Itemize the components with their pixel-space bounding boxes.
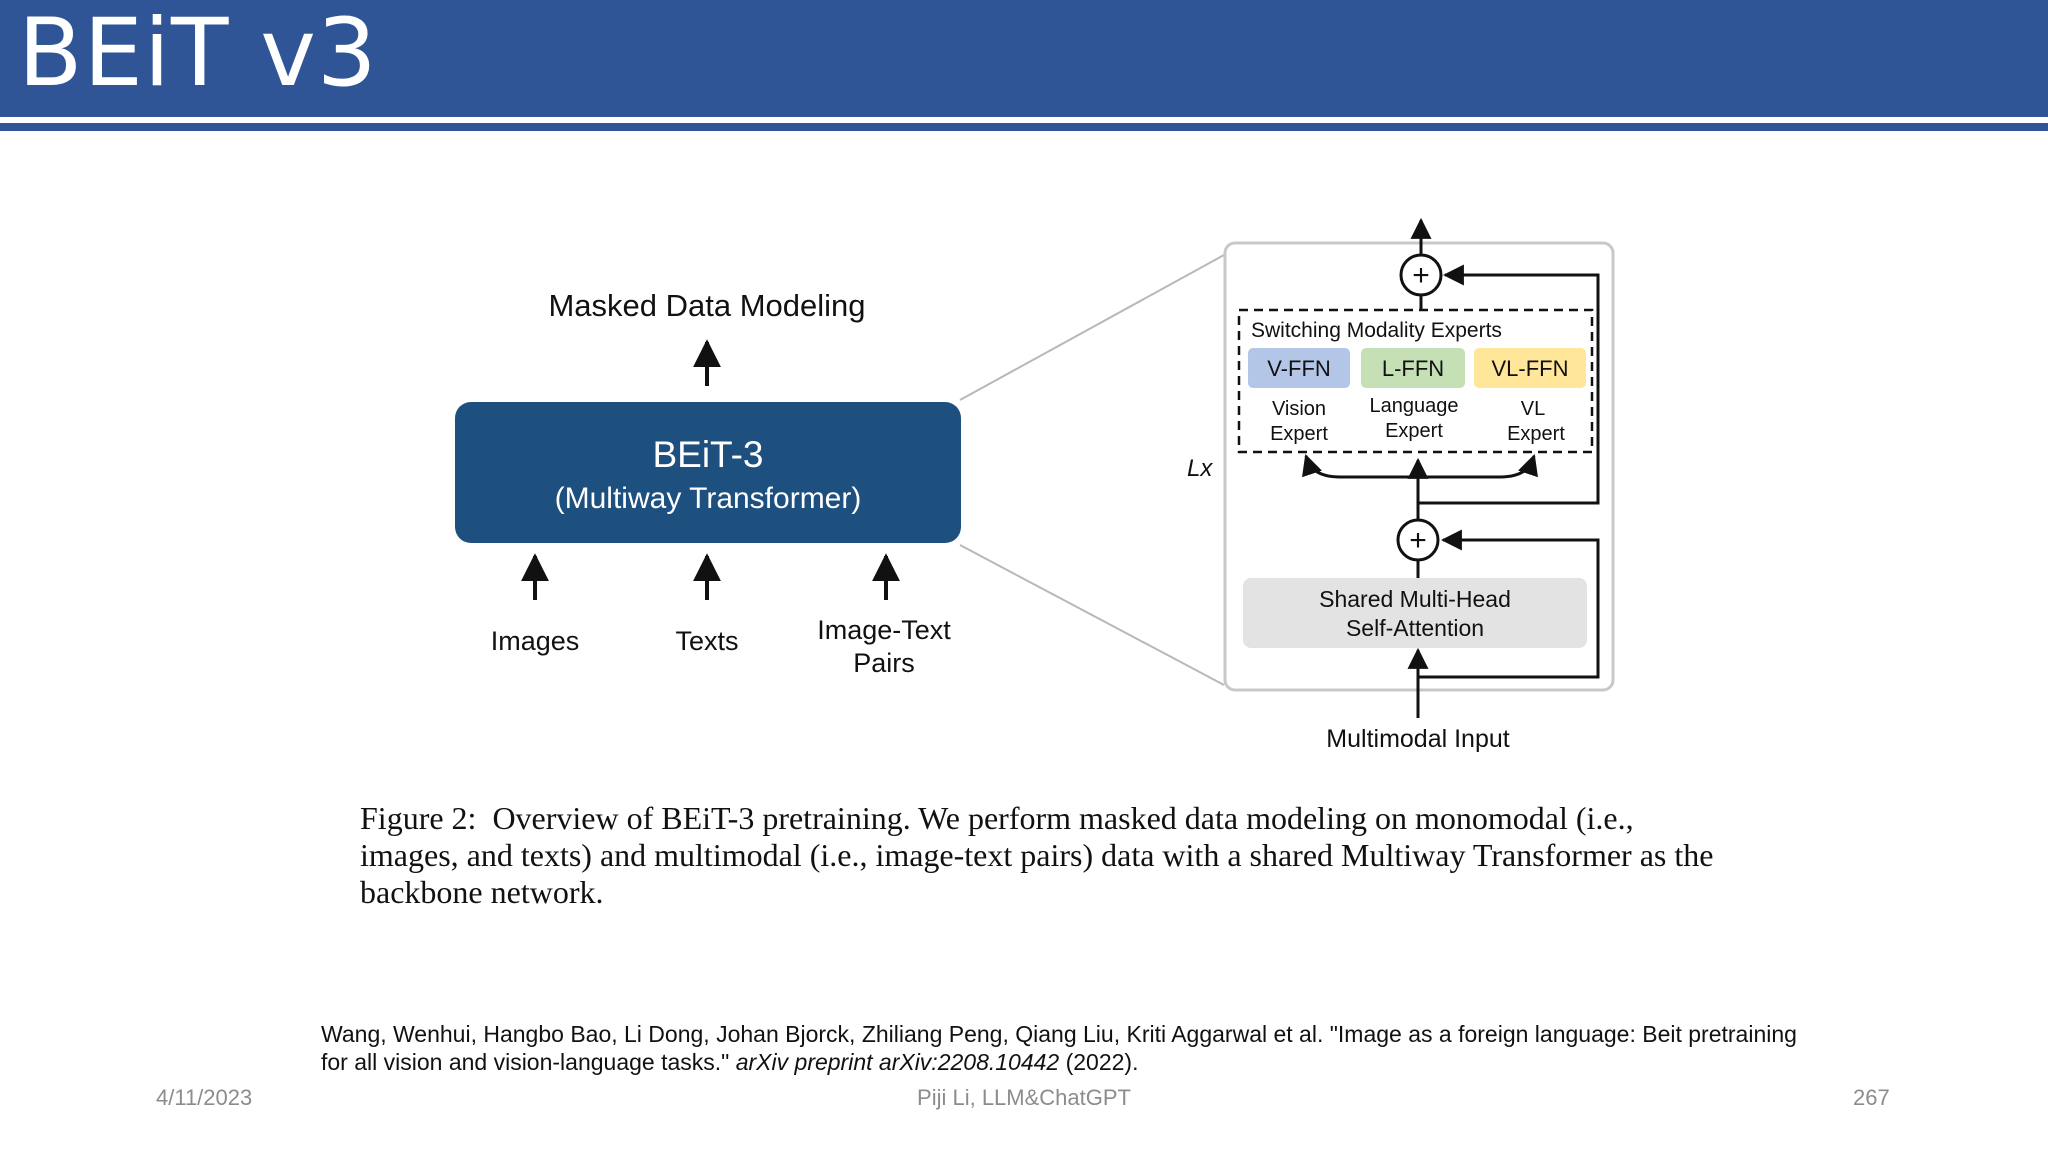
citation-text: Wang, Wenhui, Hangbo Bao, Li Dong, Johan… bbox=[321, 1021, 1797, 1075]
vision-expert-line1: Vision bbox=[1272, 398, 1326, 420]
figure-caption-text: Overview of BEiT-3 pretraining. We perfo… bbox=[360, 800, 1714, 910]
citation: Wang, Wenhui, Hangbo Bao, Li Dong, Johan… bbox=[321, 1020, 1821, 1076]
vl-ffn-box bbox=[1474, 348, 1586, 388]
attention-label-line1: Shared Multi-Head bbox=[1319, 586, 1511, 612]
input-label-images: Images bbox=[491, 626, 580, 656]
citation-venue: arXiv preprint arXiv:2208.10442 bbox=[735, 1049, 1060, 1075]
residual-add-bottom-symbol: + bbox=[1409, 524, 1427, 557]
zoom-line-top bbox=[959, 254, 1225, 401]
v-ffn-label: V-FFN bbox=[1267, 356, 1331, 381]
input-label-texts: Texts bbox=[675, 626, 738, 656]
footer-date: 4/11/2023 bbox=[156, 1085, 253, 1110]
input-label-pairs-line1: Image-Text bbox=[817, 615, 951, 645]
residual-loop-upper bbox=[1418, 264, 1600, 505]
input-label-pairs-line2: Pairs bbox=[853, 648, 915, 678]
page-number: 267 bbox=[1853, 1085, 1890, 1110]
experts-region bbox=[1237, 308, 1594, 454]
zoom-line-bottom bbox=[959, 544, 1225, 686]
footer-author: Piji Li, LLM&ChatGPT bbox=[917, 1085, 1131, 1110]
attention-box bbox=[1243, 578, 1587, 648]
slide-title: BEiT v3 bbox=[18, 0, 378, 108]
experts-title: Switching Modality Experts bbox=[1251, 319, 1502, 342]
residual-add-top-symbol: + bbox=[1412, 259, 1430, 292]
v-ffn-box bbox=[1248, 348, 1350, 388]
figure-caption: Figure 2: Overview of BEiT-3 pretraining… bbox=[360, 800, 1730, 911]
layer-repeat-label: Lx bbox=[1187, 455, 1213, 482]
attention-label-line2: Self-Attention bbox=[1346, 615, 1484, 641]
vl-expert-line2: Expert bbox=[1507, 423, 1565, 445]
output-label: Masked Data Modeling bbox=[548, 288, 865, 323]
l-ffn-box bbox=[1361, 348, 1465, 388]
route-arrow-left bbox=[1302, 454, 1322, 478]
l-ffn-label: L-FFN bbox=[1382, 356, 1444, 381]
model-box bbox=[455, 402, 961, 543]
model-name: BEiT-3 bbox=[652, 434, 763, 475]
title-bar-underline bbox=[0, 123, 2048, 131]
route-arrow-right bbox=[1518, 454, 1538, 478]
language-expert-line2: Expert bbox=[1385, 420, 1443, 442]
multimodal-input-label: Multimodal Input bbox=[1326, 725, 1509, 753]
vl-expert-line1: VL bbox=[1521, 398, 1545, 420]
citation-year: (2022). bbox=[1065, 1049, 1139, 1075]
residual-loop-lower bbox=[1418, 529, 1600, 679]
vision-expert-line2: Expert bbox=[1270, 423, 1328, 445]
title-bar-divider bbox=[0, 117, 2048, 123]
model-subtitle: (Multiway Transformer) bbox=[555, 482, 862, 515]
language-expert-line1: Language bbox=[1370, 395, 1459, 417]
vl-ffn-label: VL-FFN bbox=[1492, 356, 1569, 381]
figure-caption-prefix: Figure 2: bbox=[360, 800, 477, 836]
title-bar bbox=[0, 0, 2048, 117]
